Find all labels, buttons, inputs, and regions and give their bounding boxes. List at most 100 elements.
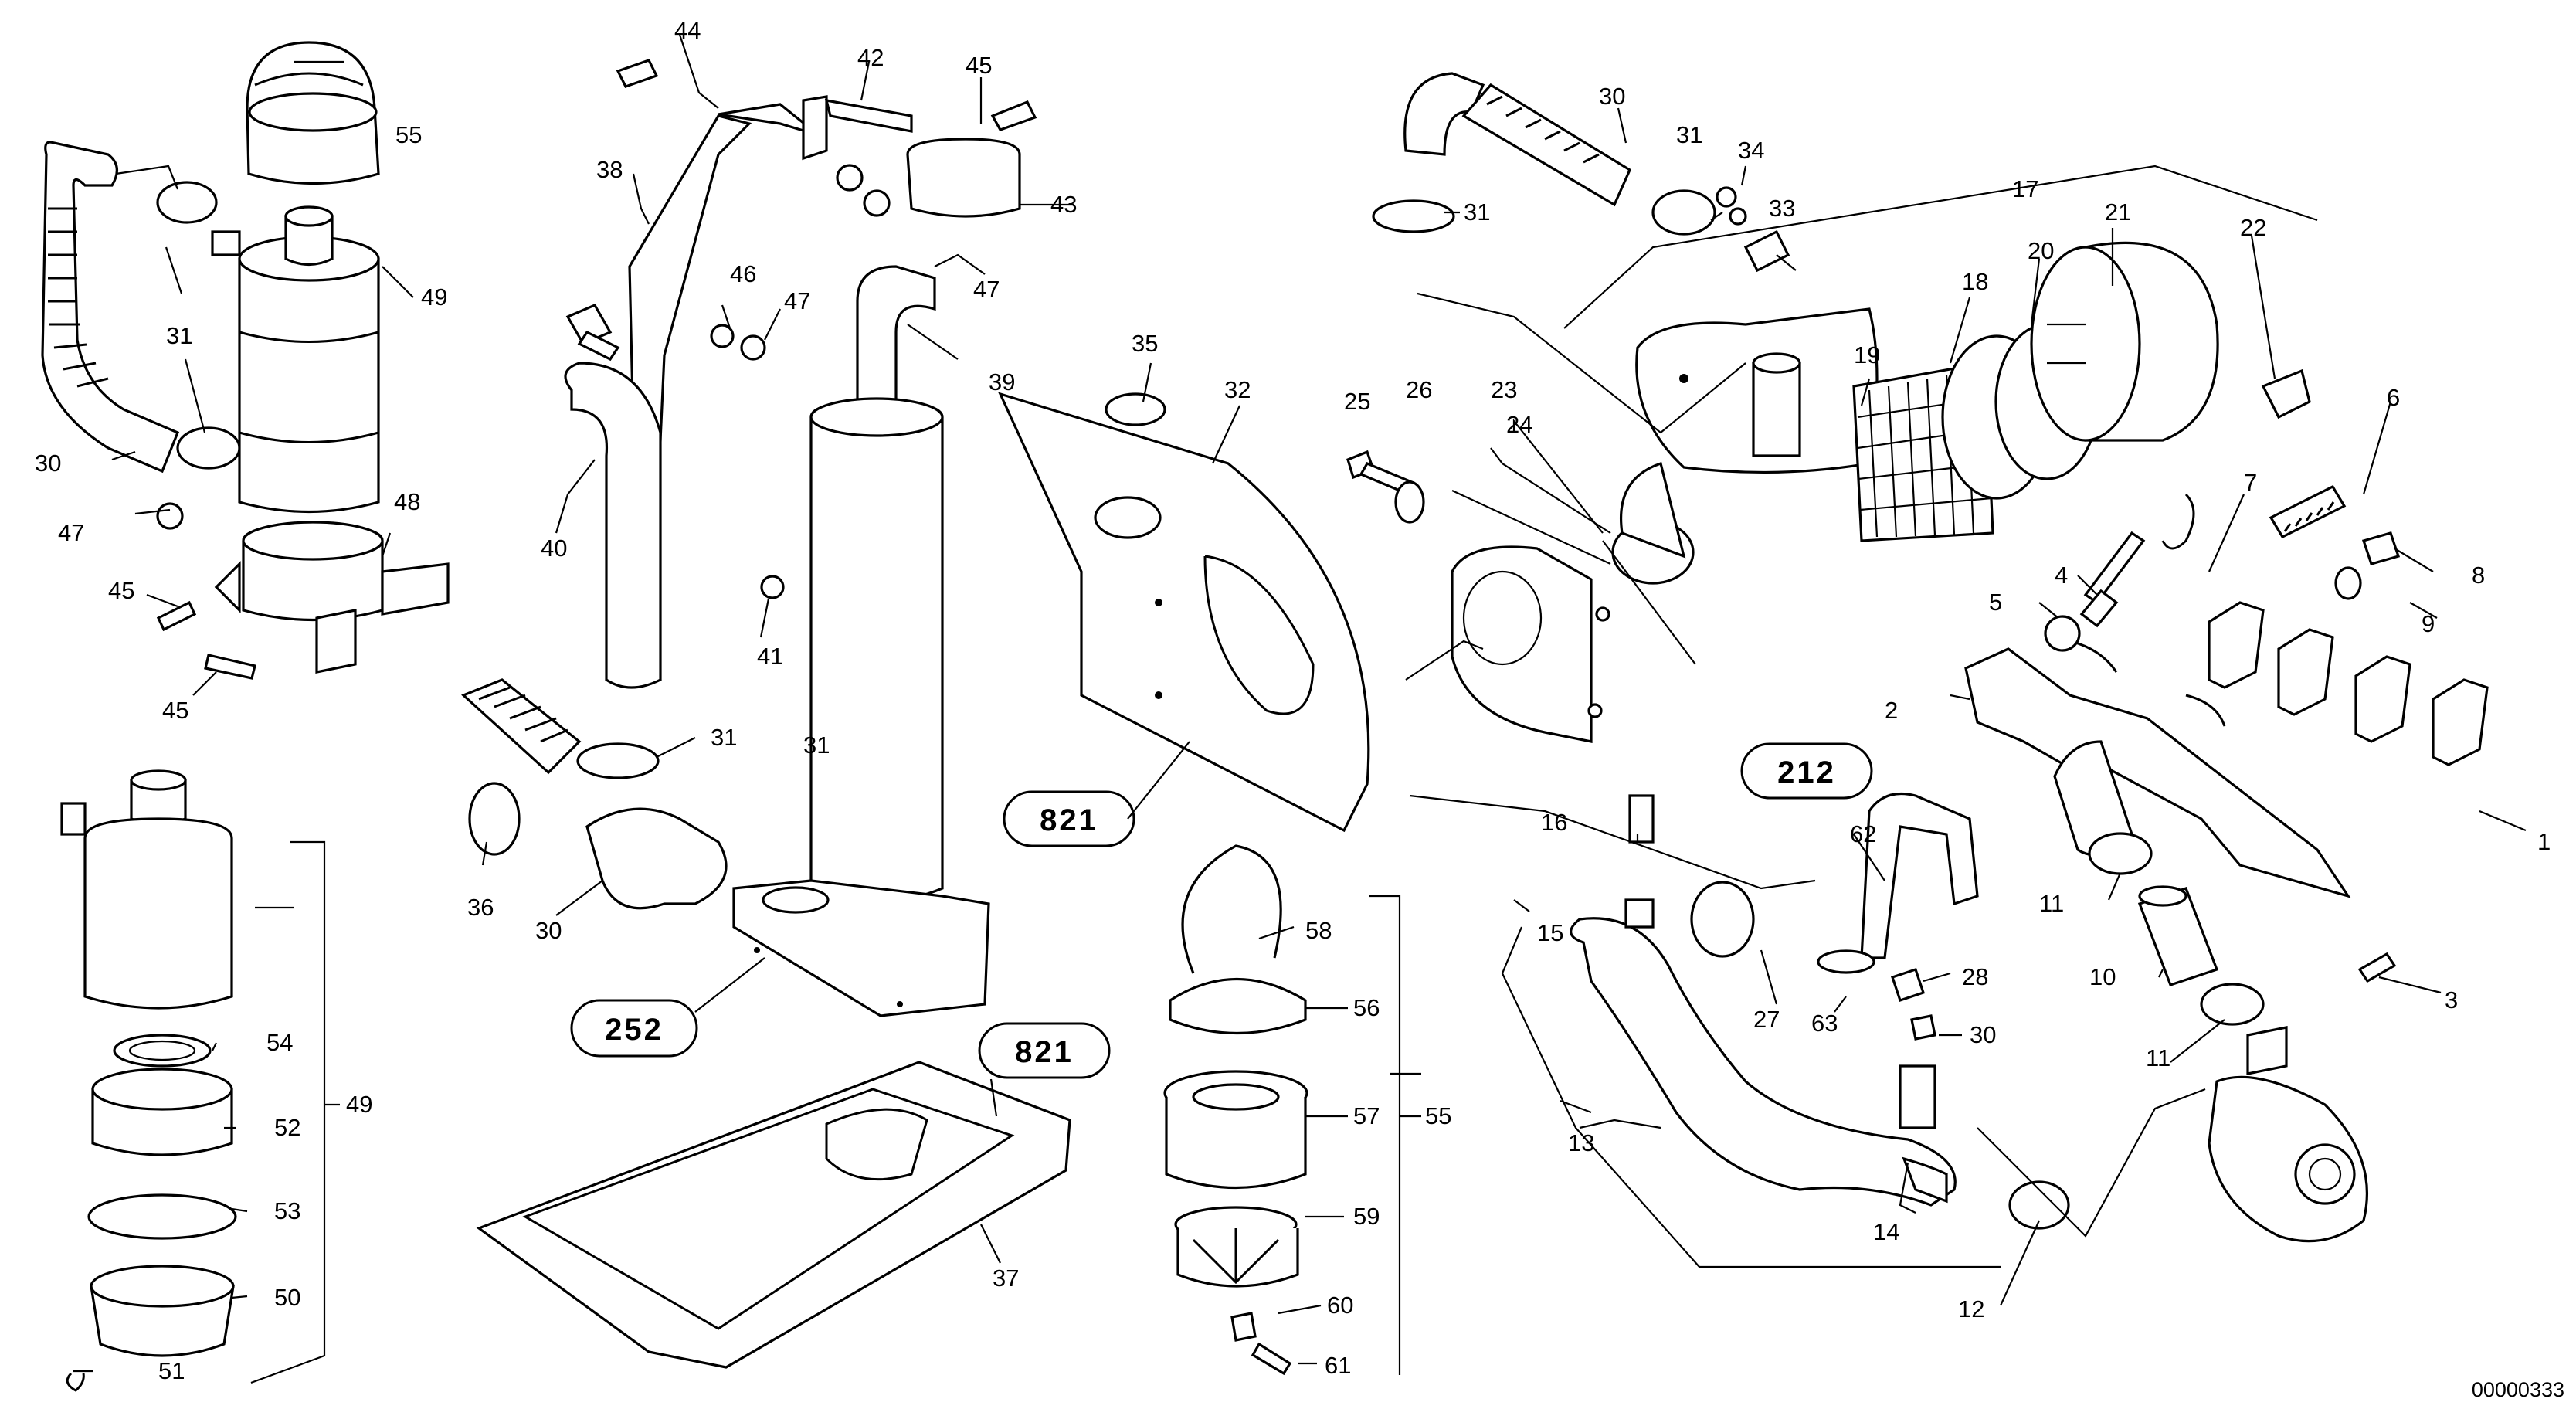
callout-63: 63 xyxy=(1811,1010,1838,1037)
muffler-39 xyxy=(732,265,990,1017)
callout-49-b: 49 xyxy=(346,1091,372,1118)
callout-6: 6 xyxy=(2387,384,2400,411)
callout-37: 37 xyxy=(993,1265,1019,1292)
ref-box-212: 212 xyxy=(1740,742,1873,800)
callout-36: 36 xyxy=(467,894,494,921)
callout-24: 24 xyxy=(1506,411,1532,438)
svg-text:821: 821 xyxy=(1015,1035,1074,1069)
callout-41: 41 xyxy=(757,643,783,670)
callout-46: 46 xyxy=(730,260,756,287)
callout-21: 21 xyxy=(2105,199,2131,226)
callout-47-b: 47 xyxy=(784,287,810,314)
callout-61: 61 xyxy=(1325,1352,1351,1379)
callout-10: 10 xyxy=(2089,963,2116,990)
ref-box-252: 252 xyxy=(570,999,698,1058)
callout-7: 7 xyxy=(2244,469,2257,496)
mounting-band-48 xyxy=(214,521,450,674)
callout-16: 16 xyxy=(1541,809,1567,836)
coolant-pipe-13 xyxy=(1570,794,2070,1230)
callout-50: 50 xyxy=(274,1284,300,1311)
hose-10-clamps-11 xyxy=(2088,832,2265,1026)
callout-26: 26 xyxy=(1406,376,1432,403)
flex-pipe-31-30 xyxy=(461,678,728,910)
callout-55-b: 55 xyxy=(1425,1102,1451,1129)
callout-2: 2 xyxy=(1885,697,1898,724)
callout-32: 32 xyxy=(1224,376,1251,403)
hose-62-clamps xyxy=(1690,792,1979,1041)
callout-53: 53 xyxy=(274,1197,300,1224)
callout-23: 23 xyxy=(1491,376,1517,403)
callout-39: 39 xyxy=(989,368,1015,396)
callout-31-b: 31 xyxy=(166,322,192,349)
callout-47: 47 xyxy=(973,276,1000,303)
callout-45: 45 xyxy=(966,52,992,79)
precleaner-assembly-49 xyxy=(60,769,237,1392)
callout-57: 57 xyxy=(1353,1102,1380,1129)
callout-25: 25 xyxy=(1344,388,1370,415)
callout-9: 9 xyxy=(2422,610,2435,637)
floor-plate-37 xyxy=(476,1061,1071,1369)
upper-intake-hose-30 xyxy=(1372,72,1790,273)
callout-51: 51 xyxy=(158,1357,185,1384)
callout-19: 19 xyxy=(1854,341,1880,368)
callout-27: 27 xyxy=(1753,1006,1780,1033)
callout-1: 1 xyxy=(2537,828,2551,855)
callout-33: 33 xyxy=(1769,195,1795,222)
svg-text:821: 821 xyxy=(1040,803,1098,837)
callout-30: 30 xyxy=(535,917,562,944)
filter-flange-24 xyxy=(1451,545,1610,743)
callout-59: 59 xyxy=(1353,1203,1380,1230)
precleaner-cap-55 xyxy=(246,41,380,185)
air-filter-housing-19 xyxy=(1611,307,1879,585)
callout-34: 34 xyxy=(1738,137,1764,164)
filter-element-18 xyxy=(1852,323,2099,542)
callout-54: 54 xyxy=(266,1029,293,1056)
callout-60: 60 xyxy=(1327,1292,1353,1319)
callout-18: 18 xyxy=(1962,268,1988,295)
heat-shield-32 xyxy=(998,392,1370,833)
precleaner-body-49 xyxy=(211,205,380,514)
callout-30-c: 30 xyxy=(1599,83,1625,110)
callout-55: 55 xyxy=(395,121,422,148)
callout-30-b: 30 xyxy=(35,450,61,477)
callout-5: 5 xyxy=(1989,589,2002,616)
callout-14: 14 xyxy=(1873,1218,1899,1245)
mounting-parts-42-47 xyxy=(616,59,1037,599)
callout-17: 17 xyxy=(2012,175,2038,202)
callout-13: 13 xyxy=(1568,1129,1594,1156)
callout-22: 22 xyxy=(2240,214,2266,241)
callout-20: 20 xyxy=(2028,237,2054,264)
callout-31-c: 31 xyxy=(1676,121,1702,148)
ref-box-821-b: 821 xyxy=(978,1022,1111,1079)
callout-12: 12 xyxy=(1958,1295,1984,1322)
callout-56: 56 xyxy=(1353,994,1380,1021)
callout-49: 49 xyxy=(421,283,447,311)
ref-box-821-a: 821 xyxy=(1003,790,1135,847)
svg-text:212: 212 xyxy=(1777,755,1836,789)
callout-47-c: 47 xyxy=(58,519,84,546)
callout-43: 43 xyxy=(1050,191,1077,218)
fittings-3-9 xyxy=(2044,484,2401,983)
callout-31-e: 31 xyxy=(803,732,830,759)
callout-48: 48 xyxy=(394,488,420,515)
callout-30-d: 30 xyxy=(1970,1021,1996,1048)
rain-cap-group-55 xyxy=(1163,844,1308,1376)
document-code: 00000333 xyxy=(2472,1378,2564,1401)
callout-31-d: 31 xyxy=(1464,199,1490,226)
callout-35: 35 xyxy=(1132,330,1158,357)
callout-labels: 44 42 45 43 47 39 38 46 47 40 41 31 36 3… xyxy=(35,17,2551,1384)
callout-40: 40 xyxy=(541,535,567,562)
callout-4: 4 xyxy=(2055,562,2068,589)
leader-lines xyxy=(73,34,2527,1384)
callout-28: 28 xyxy=(1962,963,1988,990)
gaskets-1 xyxy=(2208,601,2489,766)
callout-58: 58 xyxy=(1305,917,1332,944)
intake-hose-30 xyxy=(41,141,180,474)
bolt-25-washer-26 xyxy=(1346,450,1425,524)
callout-15: 15 xyxy=(1537,919,1563,946)
callout-44: 44 xyxy=(674,17,701,44)
callout-8: 8 xyxy=(2472,562,2485,589)
callout-52: 52 xyxy=(274,1114,300,1141)
water-pump-housing xyxy=(2208,1026,2369,1243)
